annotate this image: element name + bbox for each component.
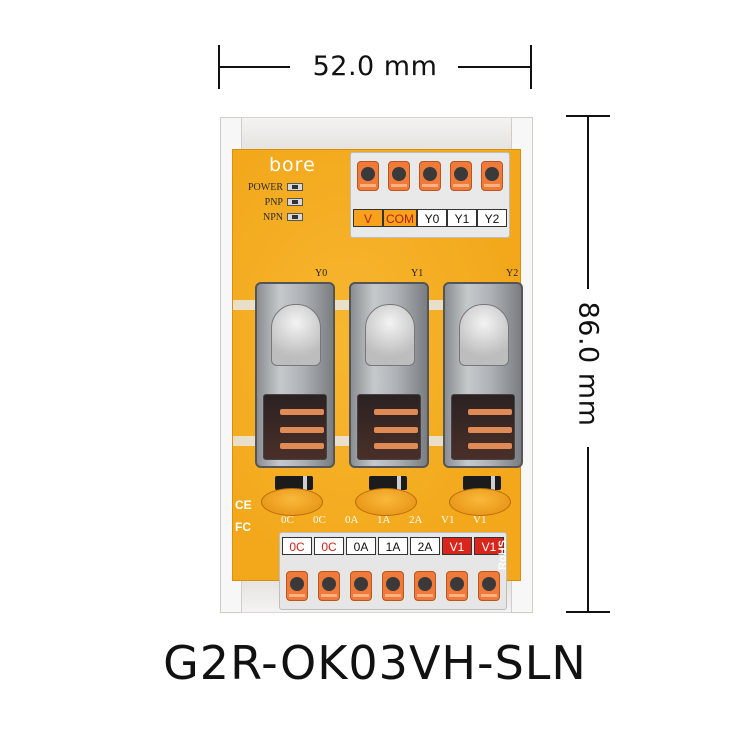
diode	[463, 476, 501, 490]
terminal-lever[interactable]	[450, 161, 472, 191]
silk-label: 0C	[313, 514, 326, 526]
terminal-lever[interactable]	[414, 571, 436, 601]
terminal-label-0a: 0A	[346, 537, 376, 555]
terminal-label-v1: V1	[442, 537, 472, 555]
pnp-jumper	[287, 198, 303, 206]
terminal-label-y0: Y0	[417, 209, 447, 227]
varistor	[449, 488, 511, 516]
power-led	[287, 183, 303, 191]
silk-label: 1A	[377, 514, 391, 526]
width-dimension-line-right	[458, 66, 530, 68]
relay-label-y1: Y1	[411, 268, 424, 279]
varistor	[355, 488, 417, 516]
height-dimension: 86.0 mm	[566, 115, 610, 613]
npn-label: NPN	[262, 212, 283, 223]
terminal-lever[interactable]	[446, 571, 468, 601]
relay-coil	[365, 304, 415, 366]
output-terminal-block: 0C 0C 0A 1A 2A V1 V1	[279, 532, 507, 610]
varistor	[261, 488, 323, 516]
relay-coil	[459, 304, 509, 366]
terminal-lever[interactable]	[481, 161, 503, 191]
height-dimension-line-top	[587, 117, 589, 289]
ce-mark: CE	[235, 498, 252, 512]
height-dimension-line-bottom	[587, 447, 589, 611]
width-dimension-label: 52.0 mm	[312, 51, 438, 82]
relay-module: bore POWER PNP NPN V COM Y0 Y1 Y2 Y0 Y1 …	[220, 117, 533, 613]
terminal-lever[interactable]	[478, 571, 500, 601]
silk-label: V1	[441, 514, 455, 526]
width-dimension: 52.0 mm	[218, 45, 532, 89]
silk-label: V1	[473, 514, 487, 526]
input-terminal-block: V COM Y0 Y1 Y2	[350, 152, 510, 238]
relay-contacts	[263, 394, 327, 460]
height-dimension-tick-top	[566, 115, 610, 117]
rohs-mark: RoHS	[497, 540, 509, 570]
width-dimension-tick-left	[218, 45, 220, 89]
terminal-label-v: V	[353, 209, 383, 227]
width-dimension-tick-right	[530, 45, 532, 89]
terminal-label-0c: 0C	[314, 537, 344, 555]
relay-label-y0: Y0	[315, 268, 328, 279]
relay-contacts	[357, 394, 421, 460]
terminal-lever[interactable]	[318, 571, 340, 601]
brand-logo: bore	[269, 154, 316, 176]
model-number: G2R-OK03VH-SLN	[163, 636, 587, 690]
relay-y0	[255, 282, 335, 468]
terminal-lever[interactable]	[357, 161, 379, 191]
terminal-label-y2: Y2	[477, 209, 507, 227]
height-dimension-tick-bottom	[566, 611, 610, 613]
terminal-lever[interactable]	[388, 161, 410, 191]
diode	[275, 476, 313, 490]
pcb-board: bore POWER PNP NPN V COM Y0 Y1 Y2 Y0 Y1 …	[232, 149, 523, 610]
diode	[369, 476, 407, 490]
width-dimension-line-left	[220, 66, 290, 68]
relay-label-y2: Y2	[506, 268, 519, 279]
pnp-label: PNP	[264, 197, 283, 208]
din-rail-top	[220, 117, 533, 153]
power-label: POWER	[248, 182, 283, 193]
relay-y2	[443, 282, 523, 468]
fc-mark: FC	[235, 520, 251, 534]
terminal-lever[interactable]	[419, 161, 441, 191]
silk-label: 2A	[409, 514, 423, 526]
terminal-label-0c: 0C	[282, 537, 312, 555]
silk-label: 0A	[345, 514, 359, 526]
relay-y1	[349, 282, 429, 468]
terminal-label-1a: 1A	[378, 537, 408, 555]
terminal-label-com: COM	[383, 209, 417, 227]
height-dimension-label: 86.0 mm	[572, 301, 604, 427]
terminal-label-y1: Y1	[447, 209, 477, 227]
silk-label: 0C	[281, 514, 294, 526]
relay-contacts	[451, 394, 515, 460]
terminal-lever[interactable]	[382, 571, 404, 601]
npn-jumper	[287, 213, 303, 221]
terminal-label-v1: V1	[474, 537, 504, 555]
terminal-lever[interactable]	[350, 571, 372, 601]
terminal-lever[interactable]	[286, 571, 308, 601]
terminal-label-2a: 2A	[410, 537, 440, 555]
relay-coil	[271, 304, 321, 366]
